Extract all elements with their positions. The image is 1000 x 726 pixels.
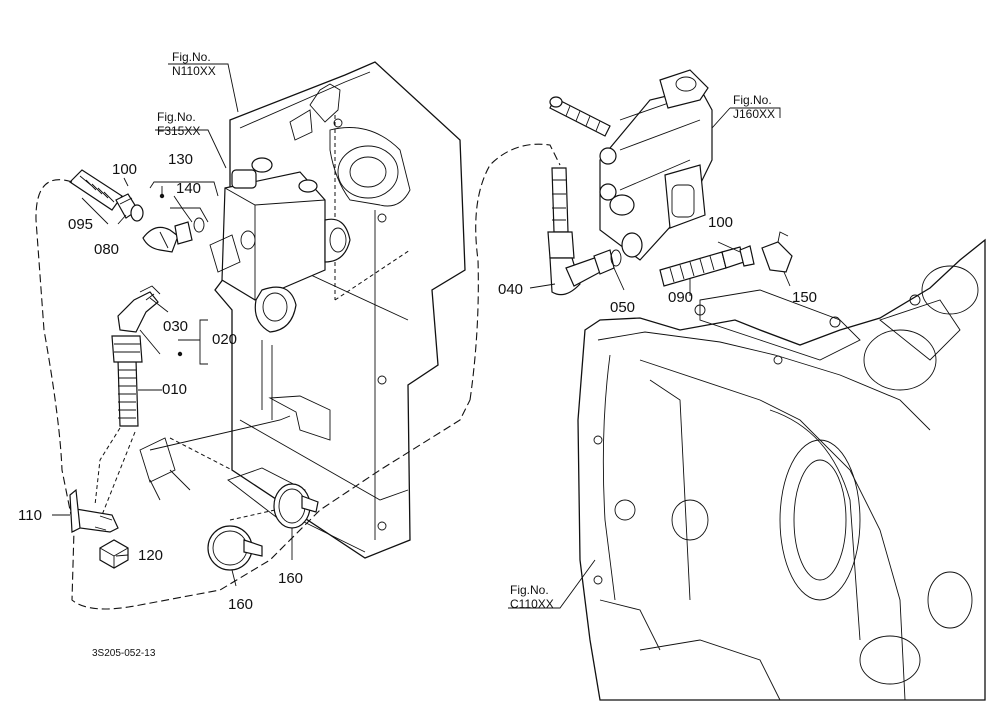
control-valve-right bbox=[549, 69, 713, 261]
fig-ref-j160-line1: Fig.No. bbox=[733, 93, 772, 107]
fig-ref-j160: Fig.No. J160XX bbox=[733, 93, 775, 121]
part-label-120: 120 bbox=[138, 547, 164, 564]
band-clamp-160b bbox=[273, 483, 319, 529]
part-label-130: 130 bbox=[168, 151, 194, 168]
hose-040 bbox=[547, 167, 622, 296]
part-label-040: 040 bbox=[498, 281, 524, 298]
fig-ref-f315-line1: Fig.No. bbox=[157, 110, 196, 124]
part-label-020: 020 bbox=[212, 331, 238, 348]
part-label-150: 150 bbox=[792, 289, 818, 306]
valve-block bbox=[209, 157, 351, 333]
part-label-090: 090 bbox=[668, 289, 694, 306]
fig-ref-f315-line2: F315XX bbox=[157, 124, 201, 138]
part-label-030: 030 bbox=[163, 318, 189, 335]
bracket-110 bbox=[68, 488, 129, 569]
pipe-010 bbox=[111, 285, 161, 427]
drawing-code: 3S205-052-13 bbox=[92, 648, 156, 659]
fig-ref-c110: Fig.No. C110XX bbox=[510, 583, 554, 611]
part-label-095: 095 bbox=[68, 216, 94, 233]
fig-ref-n110-line1: Fig.No. bbox=[172, 50, 211, 64]
part-label-100-right: 100 bbox=[708, 214, 734, 231]
part-label-050: 050 bbox=[610, 299, 636, 316]
fig-ref-j160-line2: J160XX bbox=[733, 107, 776, 121]
leader-lines bbox=[52, 63, 791, 609]
fig-ref-c110-line2: C110XX bbox=[510, 597, 554, 611]
fig-ref-n110-line2: N110XX bbox=[172, 64, 216, 78]
part-label-010: 010 bbox=[162, 381, 188, 398]
part-label-100-left: 100 bbox=[112, 161, 138, 178]
hose-routing-left bbox=[35, 179, 471, 610]
part-label-140: 140 bbox=[176, 180, 202, 197]
transmission-case bbox=[577, 238, 986, 701]
hose-routing-mid bbox=[469, 143, 561, 401]
pump-housing bbox=[139, 61, 466, 559]
band-clamp-160a bbox=[207, 525, 263, 571]
hose-090 bbox=[659, 231, 793, 287]
fig-ref-n110: Fig.No. N110XX bbox=[172, 50, 216, 78]
part-label-110: 110 bbox=[18, 507, 42, 524]
part-label-160-right: 160 bbox=[278, 570, 304, 587]
fig-ref-f315: Fig.No. F315XX bbox=[157, 110, 200, 138]
part-label-160-left: 160 bbox=[228, 596, 254, 613]
leader-dashed-b bbox=[94, 427, 136, 521]
fig-ref-c110-line1: Fig.No. bbox=[510, 583, 549, 597]
part-label-080: 080 bbox=[94, 241, 120, 258]
hose-095 bbox=[69, 169, 205, 253]
